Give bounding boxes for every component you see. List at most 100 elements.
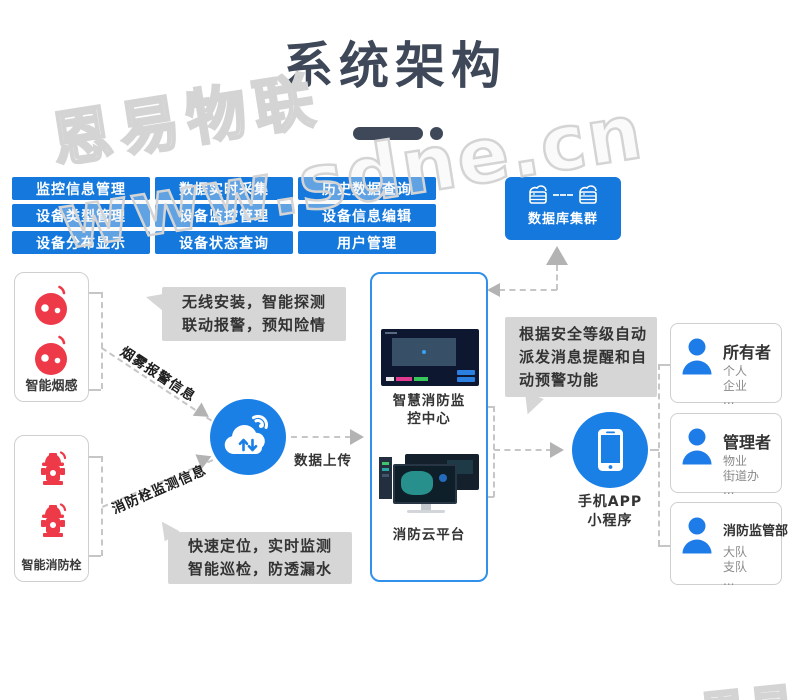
map-spot bbox=[439, 474, 447, 482]
watermark-corner: 恩易物联 bbox=[697, 658, 790, 700]
smoke-bubble-line2: 联动报警，预知险情 bbox=[181, 316, 326, 334]
page-title: 系统架构 bbox=[283, 37, 507, 95]
app-label-line2: 小程序 bbox=[587, 513, 633, 529]
phone-bracket-stub bbox=[650, 449, 659, 451]
platform-box: 智慧消防监 控中心 消防云平台 bbox=[370, 272, 488, 582]
title-dash bbox=[353, 127, 423, 140]
feature-device-status: 设备状态查询 bbox=[155, 231, 293, 254]
phone-app-node bbox=[572, 412, 648, 488]
feature-user-mgmt: 用户管理 bbox=[298, 231, 436, 254]
feature-grid: 监控信息管理 数据实时采集 历史数据查询 设备类型管理 设备监控管理 设备信息编… bbox=[12, 177, 436, 254]
screenshot-chips bbox=[386, 377, 428, 381]
role-item: 物业 bbox=[723, 454, 748, 468]
roles-bracket-top bbox=[658, 364, 670, 366]
roles-bracket-bottom bbox=[658, 545, 670, 547]
monitor-center-screenshot bbox=[381, 329, 479, 386]
db-link-dashes bbox=[553, 194, 573, 196]
bubble-tail bbox=[146, 294, 163, 311]
screenshot-buttons bbox=[457, 370, 475, 382]
feature-realtime-data: 数据实时采集 bbox=[155, 177, 293, 200]
hydrant-label: 智能消防栓 bbox=[21, 558, 82, 572]
smoke-sensor-label: 智能烟感 bbox=[25, 379, 78, 394]
role-item: ... bbox=[723, 393, 735, 407]
dashed-line-db-vertical bbox=[556, 265, 558, 290]
role-items: 物业 街道办 ... bbox=[723, 454, 759, 498]
db-icons bbox=[525, 184, 601, 206]
monitor-center-label: 智慧消防监 控中心 bbox=[372, 392, 486, 428]
alert-line3: 动预警功能 bbox=[519, 370, 600, 389]
cloud-platform-screenshot bbox=[379, 454, 483, 516]
smoke-sensor-icon bbox=[35, 285, 67, 325]
role-title: 所有者 bbox=[723, 343, 772, 362]
smoke-bracket-bottom bbox=[89, 389, 101, 391]
hydrant-box: 智能消防栓 bbox=[14, 435, 89, 582]
role-item: 大队 bbox=[723, 545, 748, 559]
phone-app-label: 手机APP 小程序 bbox=[562, 493, 658, 531]
smoke-bracket-vertical bbox=[101, 292, 103, 389]
database-cluster-label: 数据库集群 bbox=[527, 212, 598, 227]
role-box-fire-authority: 消防监管部 大队 支队 ... bbox=[670, 502, 788, 588]
database-cluster-node: 数据库集群 bbox=[505, 177, 621, 240]
bubble-tail bbox=[518, 392, 544, 418]
smoke-sensor-icon bbox=[35, 335, 67, 375]
cloud-upload-icon bbox=[224, 414, 268, 454]
role-item: 企业 bbox=[723, 378, 748, 393]
feature-history-query: 历史数据查询 bbox=[298, 177, 436, 200]
hydrant-bubble-line1: 快速定位，实时监测 bbox=[187, 537, 332, 555]
role-box-owner: 所有者 个人 企业 ... bbox=[670, 323, 782, 407]
arrow-up-to-database bbox=[546, 246, 568, 265]
title-underline bbox=[353, 127, 443, 140]
alert-bubble: 根据安全等级自动 派发消息提醒和自 动预警功能 bbox=[505, 317, 657, 418]
app-label-line1: 手机APP bbox=[577, 494, 643, 510]
arrow-to-phone bbox=[550, 442, 564, 458]
role-box-manager: 管理者 物业 街道办 ... bbox=[670, 413, 782, 497]
feature-device-monitor: 设备监控管理 bbox=[155, 204, 293, 227]
hydrant-bracket-bottom bbox=[89, 555, 101, 557]
hydrant-bracket-vertical bbox=[101, 456, 103, 556]
person-icon bbox=[682, 338, 712, 375]
role-item: 支队 bbox=[723, 559, 748, 574]
smoke-bracket-top bbox=[89, 292, 101, 294]
roles-bracket-vertical bbox=[658, 364, 660, 546]
center-bracket-vertical bbox=[493, 406, 495, 497]
hydrant-flow-label: 消防栓监测信息 bbox=[109, 462, 210, 518]
map-blob bbox=[401, 471, 433, 495]
screenshot-panel bbox=[392, 338, 456, 366]
alert-line1: 根据安全等级自动 bbox=[519, 324, 648, 343]
cloud-upload-node bbox=[210, 399, 286, 475]
fire-hydrant-icon bbox=[41, 451, 67, 485]
upload-label: 数据上传 bbox=[294, 453, 352, 469]
hydrant-feature-bubble: 快速定位，实时监测 智能巡检，防透漏水 bbox=[154, 516, 352, 584]
monitor-stand bbox=[421, 504, 431, 510]
monitor-label-line1: 智慧消防监 bbox=[392, 393, 466, 409]
upload-dashes bbox=[291, 436, 351, 438]
front-monitor bbox=[393, 464, 457, 504]
screenshot-sidebar bbox=[379, 457, 392, 499]
person-icon bbox=[682, 428, 712, 465]
feature-device-type: 设备类型管理 bbox=[12, 204, 150, 227]
role-item: 个人 bbox=[723, 364, 748, 378]
role-item: ... bbox=[723, 574, 735, 588]
feature-device-map: 设备分布显示 bbox=[12, 231, 150, 254]
hydrant-bracket-top bbox=[89, 456, 101, 458]
cloud-platform-label: 消防云平台 bbox=[392, 527, 466, 543]
role-item: ... bbox=[723, 483, 735, 497]
person-icon bbox=[682, 517, 712, 554]
fire-hydrant-icon bbox=[41, 503, 67, 537]
role-title: 消防监管部 bbox=[723, 524, 789, 539]
screenshot-detail bbox=[385, 332, 397, 334]
smoke-bubble-line1: 无线安装，智能探测 bbox=[181, 293, 326, 311]
arrow-left-to-center-box bbox=[487, 283, 500, 297]
role-item: 街道办 bbox=[723, 468, 760, 483]
feature-device-edit: 设备信息编辑 bbox=[298, 204, 436, 227]
center-to-phone-dashes bbox=[494, 449, 552, 451]
cloud-server-icon bbox=[529, 185, 547, 204]
monitor-label-line2: 控中心 bbox=[407, 411, 451, 427]
monitor-base bbox=[407, 510, 445, 513]
cloud-server-icon bbox=[579, 185, 597, 204]
arrow-cloud-to-center bbox=[350, 429, 364, 445]
role-title: 管理者 bbox=[723, 433, 772, 452]
role-items: 个人 企业 ... bbox=[723, 364, 747, 408]
title-dot bbox=[430, 127, 443, 140]
